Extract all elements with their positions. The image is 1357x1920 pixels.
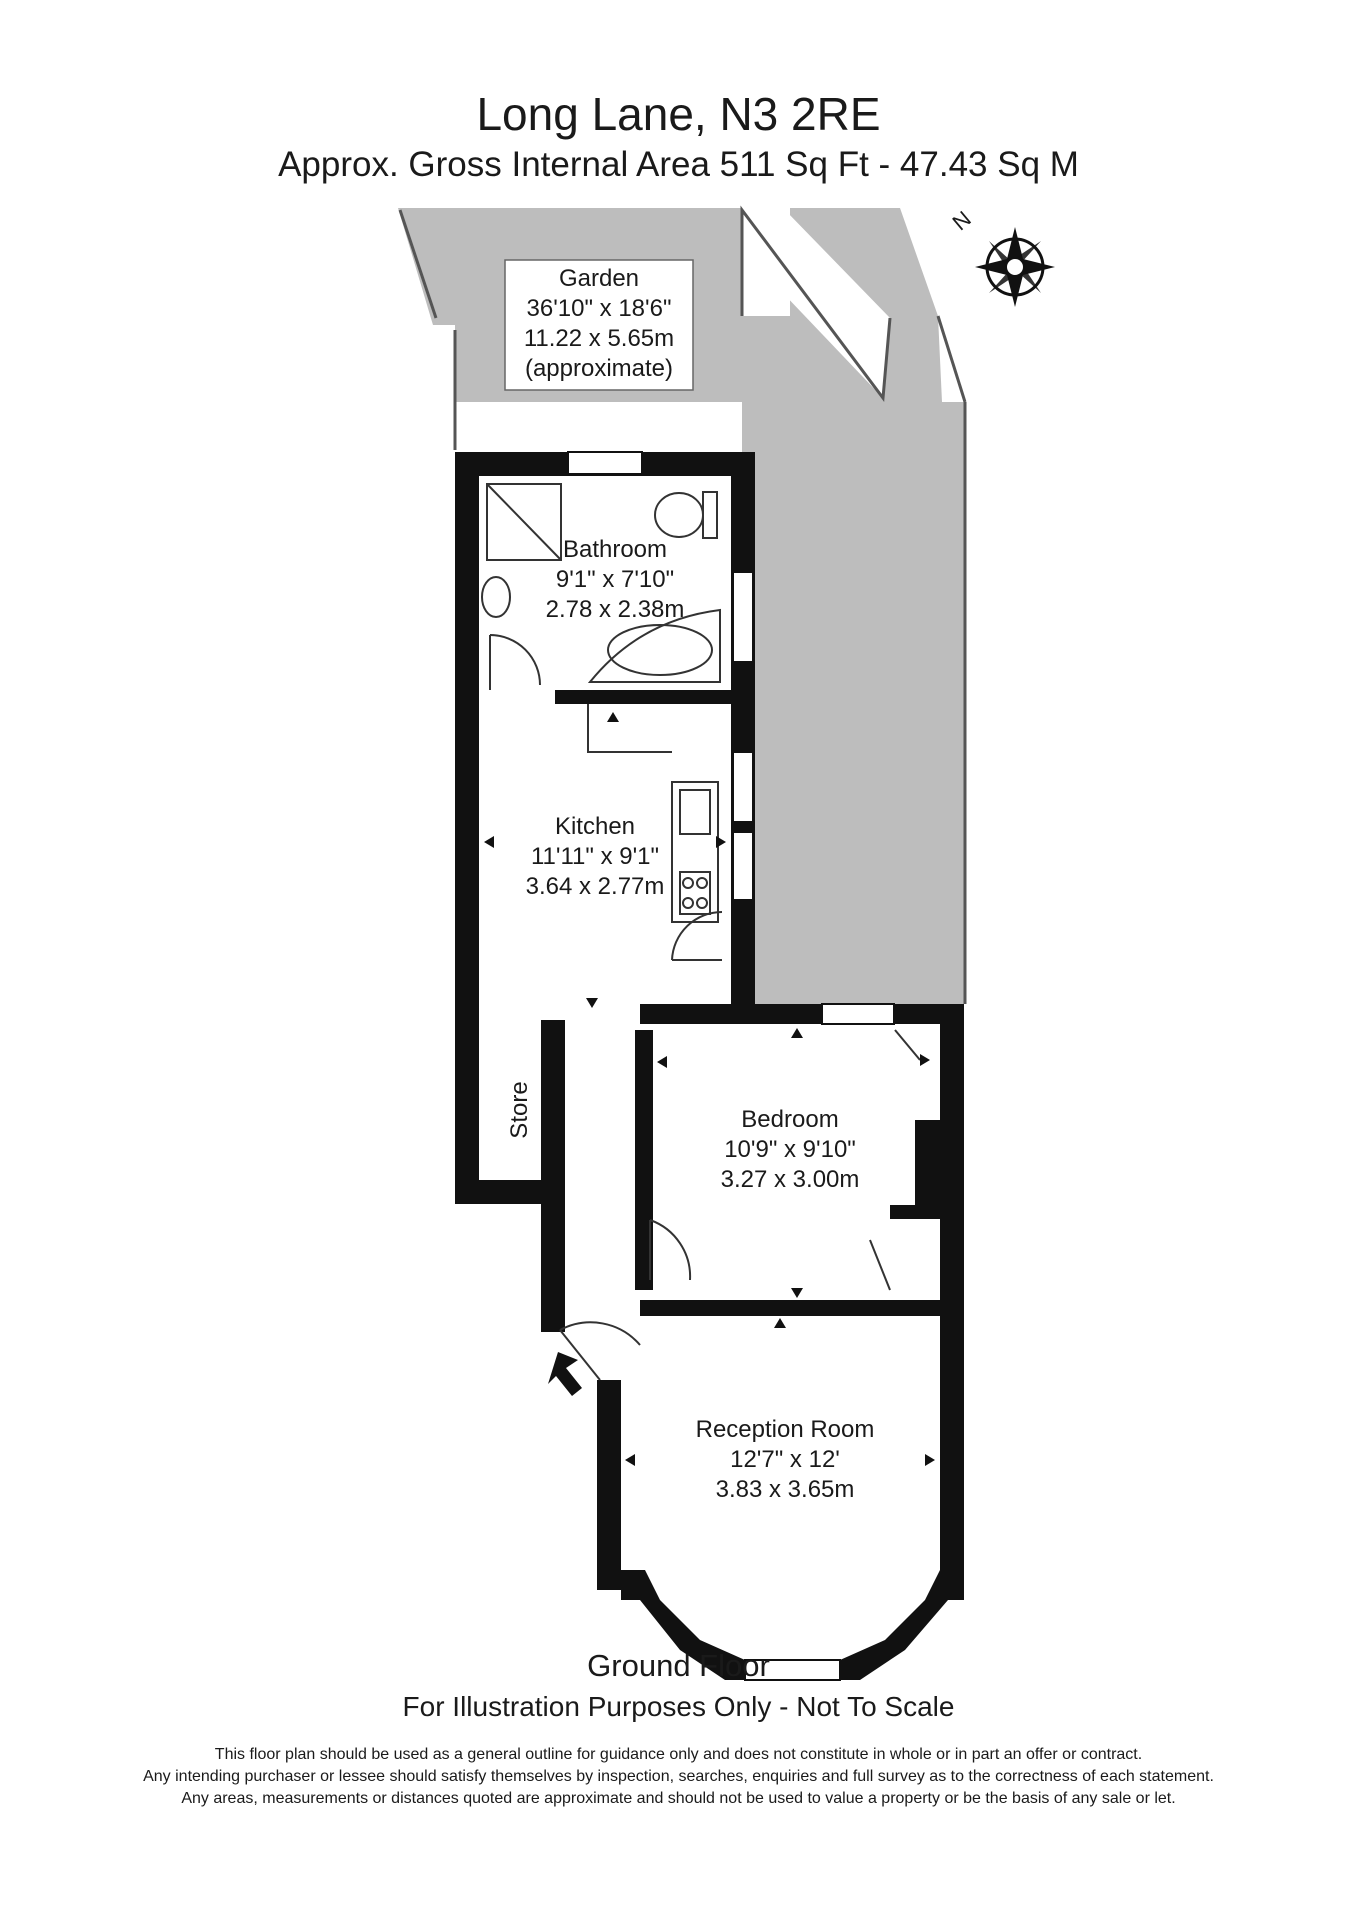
disclaimer: This floor plan should be used as a gene… xyxy=(0,1744,1357,1810)
bathroom-metric: 2.78 x 2.38m xyxy=(545,596,685,623)
kitchen-imperial: 11'11" x 9'1" xyxy=(530,843,660,870)
garden-note: (approximate) xyxy=(524,355,674,382)
plan-title: Long Lane, N3 2RE xyxy=(476,88,881,140)
reception-name: Reception Room xyxy=(695,1416,875,1443)
entrance-arrow-icon xyxy=(548,1352,582,1396)
dimension-markers xyxy=(484,712,935,1466)
reception-label: Reception Room 12'7" x 12' 3.83 x 3.65m xyxy=(660,1415,910,1505)
basin-icon xyxy=(481,576,511,618)
garden-label-box xyxy=(504,259,694,391)
gross-internal-area: Approx. Gross Internal Area 511 Sq Ft - … xyxy=(278,145,1079,184)
windows xyxy=(567,451,895,1681)
garden-label: Garden 36'10" x 18'6" 11.22 x 5.65m (app… xyxy=(505,264,693,384)
kitchen-metric: 3.64 x 2.77m xyxy=(525,873,665,900)
disclaimer-line: Any intending purchaser or lessee should… xyxy=(143,1768,1214,1785)
scale-note: For Illustration Purposes Only - Not To … xyxy=(402,1691,955,1722)
bedroom-imperial: 10'9" x 9'10" xyxy=(724,1136,856,1163)
garden-name: Garden xyxy=(558,265,640,292)
bath-icon xyxy=(587,608,721,683)
hob-icon xyxy=(679,871,711,915)
reception-metric: 3.83 x 3.65m xyxy=(715,1476,855,1503)
garden-area xyxy=(398,208,967,1004)
kitchen-fixtures xyxy=(587,704,719,923)
bathroom-imperial: 9'1" x 7'10" xyxy=(555,566,675,593)
disclaimer-line: This floor plan should be used as a gene… xyxy=(214,1746,1143,1763)
shower-tray-icon xyxy=(486,483,562,561)
sink-icon xyxy=(679,789,711,835)
bathroom-label: Bathroom 9'1" x 7'10" 2.78 x 2.38m xyxy=(500,535,730,625)
walls xyxy=(455,452,964,1680)
kitchen-name: Kitchen xyxy=(554,813,636,840)
bedroom-metric: 3.27 x 3.00m xyxy=(720,1166,860,1193)
toilet-icon xyxy=(654,492,704,538)
garden-imperial: 36'10" x 18'6" xyxy=(526,295,672,322)
compass-rose-icon xyxy=(975,227,1055,307)
garden-metric: 11.22 x 5.65m xyxy=(523,325,675,352)
bathroom-fixtures xyxy=(481,483,721,683)
kitchen-label: Kitchen 11'11" x 9'1" 3.64 x 2.77m xyxy=(490,812,700,902)
bedroom-label: Bedroom 10'9" x 9'10" 3.27 x 3.00m xyxy=(680,1105,900,1195)
disclaimer-line: Any areas, measurements or distances quo… xyxy=(181,1790,1176,1807)
store-label: Store xyxy=(506,1081,533,1139)
doors xyxy=(489,634,921,1381)
bathroom-name: Bathroom xyxy=(562,536,668,563)
floor-name: Ground Floor xyxy=(587,1648,770,1683)
bedroom-name: Bedroom xyxy=(741,1106,839,1133)
reception-imperial: 12'7" x 12' xyxy=(730,1446,840,1473)
